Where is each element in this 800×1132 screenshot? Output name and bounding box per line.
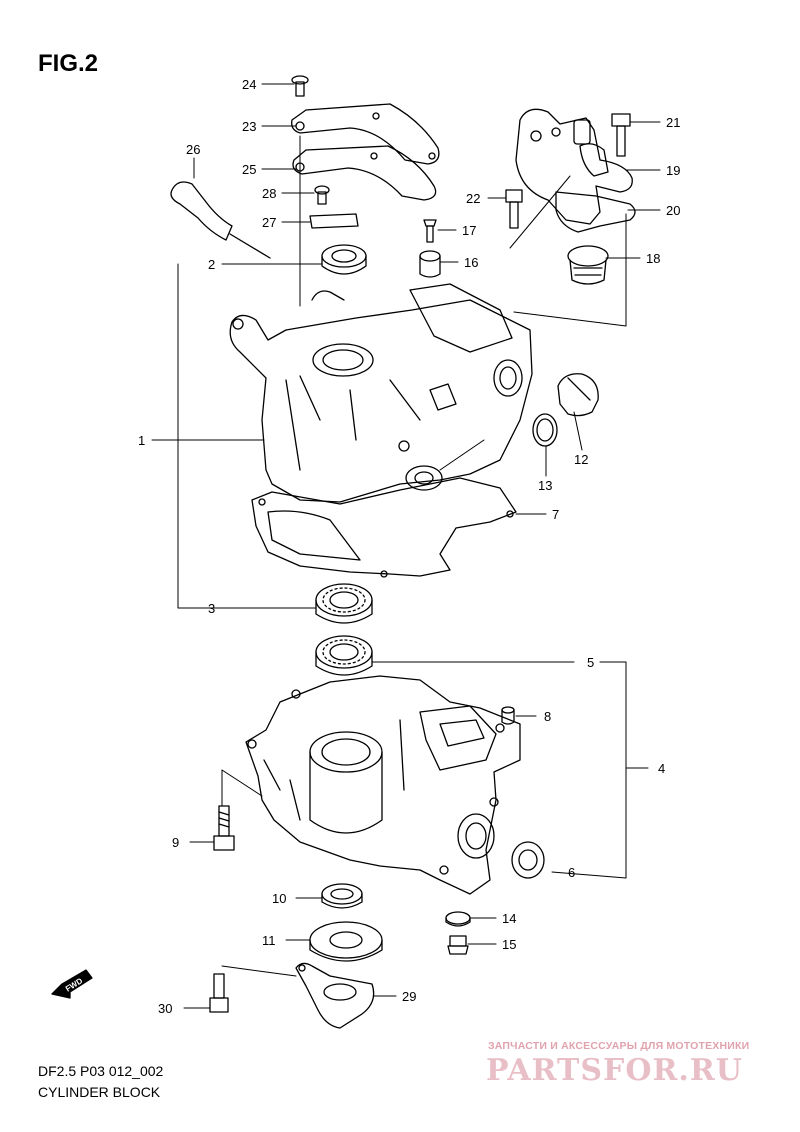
cylinder-block-1: [229, 283, 533, 503]
callout-29: 29: [402, 989, 416, 1004]
callout-23: 23: [242, 119, 256, 134]
callout-5: 5: [587, 655, 594, 670]
callout-11: 11: [262, 933, 276, 948]
fwd-arrow-icon: [51, 969, 93, 999]
callout-15: 15: [502, 937, 516, 952]
screw-24: [291, 75, 309, 97]
callout-27: 27: [262, 215, 276, 230]
o-ring-13: [532, 413, 558, 447]
callout-22: 22: [466, 191, 480, 206]
dowel-8: [501, 706, 515, 725]
screw-28: [314, 185, 330, 205]
callout-20: 20: [666, 203, 680, 218]
hose-26: [170, 181, 271, 259]
callout-6: 6: [568, 865, 575, 880]
callout-30: 30: [158, 1001, 172, 1016]
dowel-16: [419, 250, 441, 278]
watermark-brand: PARTSFOR.RU: [486, 1053, 743, 1088]
watermark-tagline: ЗАПЧАСТИ И АКСЕССУАРЫ ДЛЯ МОТОТЕХНИКИ: [488, 1040, 750, 1052]
callout-28: 28: [262, 186, 276, 201]
oil-seal-10: [321, 883, 363, 909]
callout-9: 9: [172, 835, 179, 850]
seal-holder-11: [309, 921, 383, 962]
oil-cap-12: [557, 373, 599, 417]
callout-2: 2: [208, 257, 215, 272]
callout-7: 7: [552, 507, 559, 522]
cylinder-gasket-7: [251, 477, 517, 578]
model-code: DF2.5 P03 012_002: [38, 1063, 164, 1079]
callout-labels: 24 23 25 26 28 27 2 1 3 21 19 20 22 17 1…: [64, 77, 681, 1016]
oil-seal-2: [321, 244, 367, 275]
crankcase-4: [245, 675, 521, 895]
callout-8: 8: [544, 709, 551, 724]
callout-25: 25: [242, 162, 256, 177]
callout-21: 21: [666, 115, 680, 130]
callout-3: 3: [208, 601, 215, 616]
oil-seal-6: [511, 841, 545, 879]
bolt-21: [611, 113, 631, 157]
screw-17: [423, 219, 437, 243]
fig-title: FIG.2: [38, 50, 99, 77]
bearing-5: [315, 635, 373, 676]
cover-plate-29: [295, 962, 375, 1029]
callout-17: 17: [462, 223, 476, 238]
callout-1: 1: [138, 433, 145, 448]
bolt-30: [209, 973, 229, 1013]
callout-19: 19: [666, 163, 680, 178]
thermostat-18: [567, 245, 609, 285]
callout-4: 4: [658, 761, 665, 776]
callout-18: 18: [646, 251, 660, 266]
callout-14: 14: [502, 911, 516, 926]
leader-lines: [151, 83, 661, 1009]
bolt-22: [505, 189, 523, 229]
callout-12: 12: [574, 452, 588, 467]
callout-10: 10: [272, 891, 286, 906]
bracket-plate-25: [292, 145, 437, 201]
plug-15: [447, 935, 469, 955]
washer-14: [445, 911, 471, 927]
callout-24: 24: [242, 77, 256, 92]
gasket-20: [555, 191, 636, 233]
bearing-3: [315, 583, 373, 624]
plate-27: [309, 213, 359, 229]
callout-16: 16: [464, 255, 478, 270]
bolt-9: [213, 805, 235, 851]
callout-13: 13: [538, 478, 552, 493]
thermostat-cover-19: [515, 108, 633, 225]
callout-26: 26: [186, 142, 200, 157]
bracket-plate-23: [291, 103, 440, 165]
figure-caption: CYLINDER BLOCK: [38, 1084, 161, 1100]
